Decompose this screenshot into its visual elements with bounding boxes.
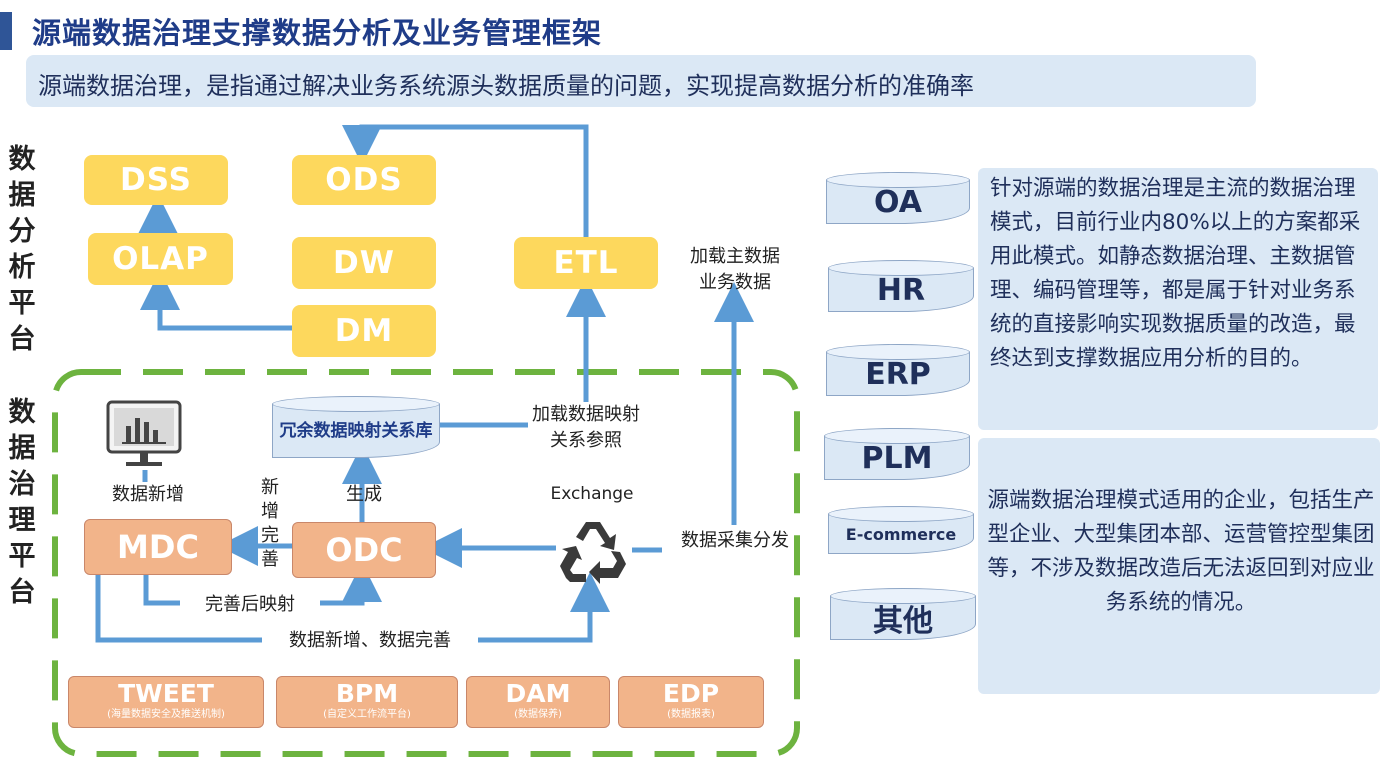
- system-other-db: 其他: [830, 588, 976, 640]
- ods-box: ODS: [292, 155, 436, 205]
- module-desc: (数据报表): [667, 709, 715, 720]
- subtitle: 源端数据治理，是指通过解决业务系统源头数据质量的问题，实现提高数据分析的准确率: [38, 72, 974, 100]
- label-char: 据: [8, 433, 36, 464]
- mapping-library-label: 冗余数据映射关系库: [279, 421, 433, 441]
- governance-platform-label: 数 据 治 理 平 台: [2, 395, 42, 611]
- dss-box: DSS: [84, 155, 228, 205]
- label-char: 完: [261, 525, 279, 546]
- etl-box: ETL: [514, 237, 658, 289]
- module-name: TWEET: [118, 679, 214, 708]
- exchange-label: Exchange: [550, 484, 634, 504]
- arrow-dm-olap: [140, 270, 292, 331]
- system-label: ERP: [865, 356, 931, 392]
- system-label: 其他: [873, 604, 933, 639]
- add-improve-label: 新 增 完 善: [255, 476, 285, 572]
- module-name: EDP: [662, 679, 720, 708]
- label-char: 分: [8, 216, 36, 247]
- data-add-label: 数据新增: [112, 484, 184, 505]
- module-name: DAM: [505, 679, 571, 708]
- system-erp-db: ERP: [826, 344, 970, 396]
- label-char: 据: [8, 180, 36, 211]
- system-ecommerce-db: E-commerce: [828, 506, 974, 554]
- arrow-etl-ods: [342, 124, 589, 237]
- system-label: PLM: [861, 440, 933, 476]
- info-box-2: [978, 438, 1380, 694]
- label-char: 数: [8, 144, 36, 175]
- dm-box: DM: [292, 305, 436, 357]
- module-name: BPM: [335, 679, 399, 708]
- info-box-1: [978, 168, 1378, 430]
- dw-box: DW: [292, 237, 436, 289]
- load-mapping-label: 加载数据映射关系参照: [528, 402, 644, 454]
- label-char: 平: [8, 288, 36, 319]
- label-char: 台: [8, 324, 36, 355]
- info-text-2: 源端数据治理模式适用的企业，包括生产型企业、大型集团本部、运营管控型集团等，不涉…: [987, 488, 1375, 615]
- label-char: 新: [261, 477, 279, 498]
- after-mapping-label: 完善后映射: [180, 592, 320, 618]
- info-text-1: 针对源端的数据治理是主流的数据治理模式，目前行业内80%以上的方案都采用此模式。…: [990, 176, 1361, 371]
- title-accent-bar: [0, 12, 12, 50]
- system-plm-db: PLM: [824, 428, 970, 480]
- module-desc: (自定义工作流平台): [323, 709, 411, 720]
- label-char: 理: [8, 505, 36, 536]
- edp-module: EDP (数据报表): [618, 676, 764, 728]
- label-char: 台: [8, 577, 36, 608]
- dam-module: DAM (数据保养): [466, 676, 610, 728]
- module-desc: (数据保养): [514, 709, 562, 720]
- load-master-label: 加载主数据业务数据: [690, 246, 780, 293]
- tweet-module: TWEET (海量数据安全及推送机制): [68, 676, 264, 728]
- subtitle-box: [26, 55, 1256, 107]
- odc-box: ODC: [292, 522, 436, 578]
- mapping-library-db: 冗余数据映射关系库: [272, 396, 440, 458]
- recycle-exchange-icon: [556, 516, 630, 586]
- system-label: OA: [874, 184, 922, 220]
- system-label: HR: [876, 272, 926, 308]
- governance-frame: [52, 369, 800, 757]
- analysis-platform-label: 数 据 分 析 平 台: [2, 142, 42, 358]
- label-char: 善: [261, 549, 279, 570]
- system-oa-db: OA: [826, 172, 970, 224]
- data-collect-label: 数据采集分发: [680, 528, 790, 554]
- label-char: 析: [8, 252, 36, 283]
- system-label: E-commerce: [845, 524, 957, 544]
- label-char: 治: [8, 469, 36, 500]
- label-char: 平: [8, 541, 36, 572]
- monitor-chart-icon: [104, 400, 184, 472]
- bpm-module: BPM (自定义工作流平台): [276, 676, 458, 728]
- page-title: 源端数据治理支撑数据分析及业务管理框架: [32, 16, 603, 50]
- label-char: 增: [261, 501, 279, 522]
- module-desc: (海量数据安全及推送机制): [107, 709, 225, 720]
- olap-box: OLAP: [88, 233, 233, 285]
- generate-label: 生成: [346, 484, 382, 505]
- system-hr-db: HR: [828, 260, 974, 312]
- mdc-box: MDC: [84, 519, 232, 575]
- label-char: 数: [8, 397, 36, 428]
- bottom-flow-label: 数据新增、数据完善: [262, 628, 478, 654]
